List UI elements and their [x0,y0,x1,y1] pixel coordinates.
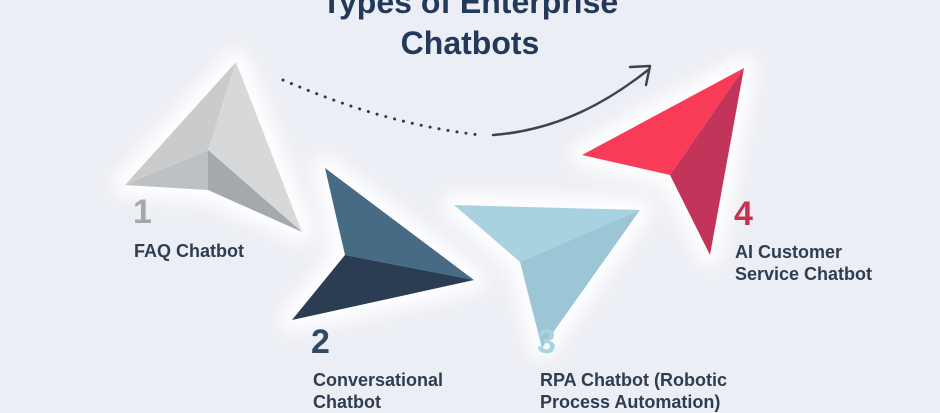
step-1-label-line1: FAQ Chatbot [134,241,244,261]
step-3-number: 3 [537,323,556,361]
diagram-title: Types of Enterprise Chatbots [0,0,940,64]
step-3-label: RPA Chatbot (Robotic Process Automation) [540,369,727,413]
step-1-number: 1 [133,193,152,231]
step-2-label: Conversational Chatbot [313,369,443,413]
step-4-label-line1: AI Customer [735,242,843,262]
step-2-label-line2: Chatbot [313,392,381,412]
diagram-title-line1: Types of Enterprise [321,0,619,20]
step-1-label: FAQ Chatbot [134,240,244,262]
arrowhead-3-icon [441,192,653,361]
step-3-label-line1: RPA Chatbot (Robotic [540,370,727,390]
flow-arrow-icon [281,64,652,137]
step-3-label-line2: Process Automation) [540,392,721,412]
step-2-number: 2 [311,323,330,361]
step-4-label: AI Customer Service Chatbot [735,241,872,285]
diagram-artwork [112,49,757,361]
arrowhead-2-icon [279,155,487,333]
step-2-label-line1: Conversational [313,370,444,390]
step-4-label-line2: Service Chatbot [735,264,873,284]
arrowhead-1-icon [112,49,315,245]
arrowhead-4-icon [569,55,757,268]
diagram-title-line2: Chatbots [400,25,540,61]
step-4-number: 4 [734,195,753,233]
